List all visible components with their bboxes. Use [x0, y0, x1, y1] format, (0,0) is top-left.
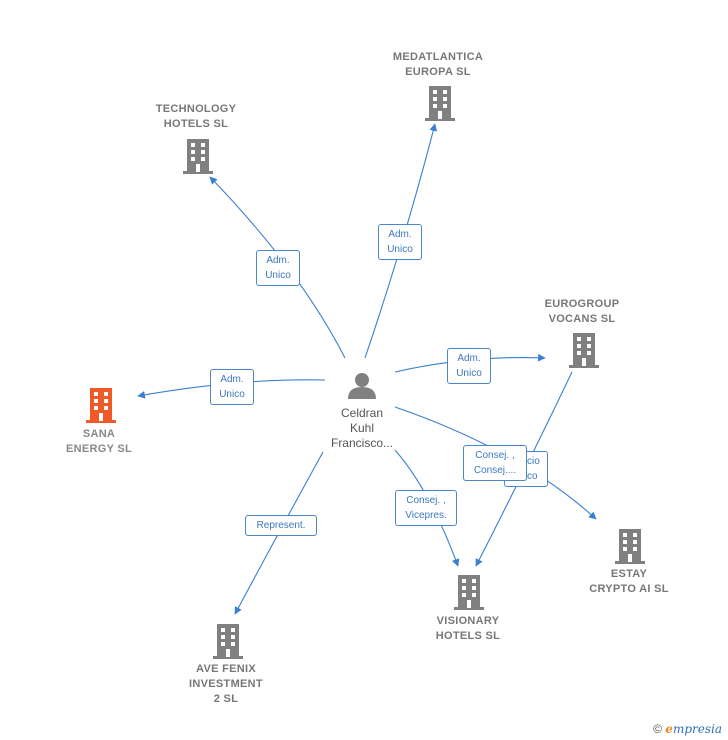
building-icon-avefenix: [213, 624, 243, 659]
edge-label-medatlantica: Adm. Unico: [378, 224, 422, 260]
person-label[interactable]: Celdran Kuhl Francisco...: [330, 406, 393, 450]
company-label-visionary[interactable]: VISIONARY HOTELS SL: [435, 615, 501, 642]
building-icon-visionary: [454, 575, 484, 610]
footer-brand: © empresia: [653, 722, 722, 736]
building-icon-medatlantica: [425, 86, 455, 121]
company-label-estay[interactable]: ESTAY CRYPTO AI SL: [589, 568, 669, 595]
edge-label-eurogroup: Adm. Unico: [447, 348, 491, 384]
person-icon: [348, 373, 376, 399]
edge-label-sana: Adm. Unico: [210, 369, 254, 405]
edge-label-avefenix: Represent.: [245, 515, 317, 536]
brand-logo[interactable]: empresia: [665, 722, 722, 736]
building-icon-estay: [615, 529, 645, 564]
building-icon-eurogroup: [569, 333, 599, 368]
building-icon-technology: [183, 139, 213, 174]
company-label-technology[interactable]: TECHNOLOGY HOTELS SL: [155, 103, 237, 130]
company-label-sana[interactable]: SANA ENERGY SL: [65, 428, 133, 455]
copyright-symbol: ©: [653, 722, 662, 736]
company-label-avefenix[interactable]: AVE FENIX INVESTMENT 2 SL: [189, 663, 263, 705]
edge-label-estay: Consej. , Consej....: [463, 445, 527, 481]
building-icon-sana: [86, 388, 116, 423]
edge-label-technology: Adm. Unico: [256, 250, 300, 286]
edge-label-visionary: Consej. , Vicepres.: [395, 490, 457, 526]
company-label-medatlantica[interactable]: MEDATLANTICA EUROPA SL: [392, 51, 484, 78]
company-label-eurogroup[interactable]: EUROGROUP VOCANS SL: [544, 298, 620, 325]
